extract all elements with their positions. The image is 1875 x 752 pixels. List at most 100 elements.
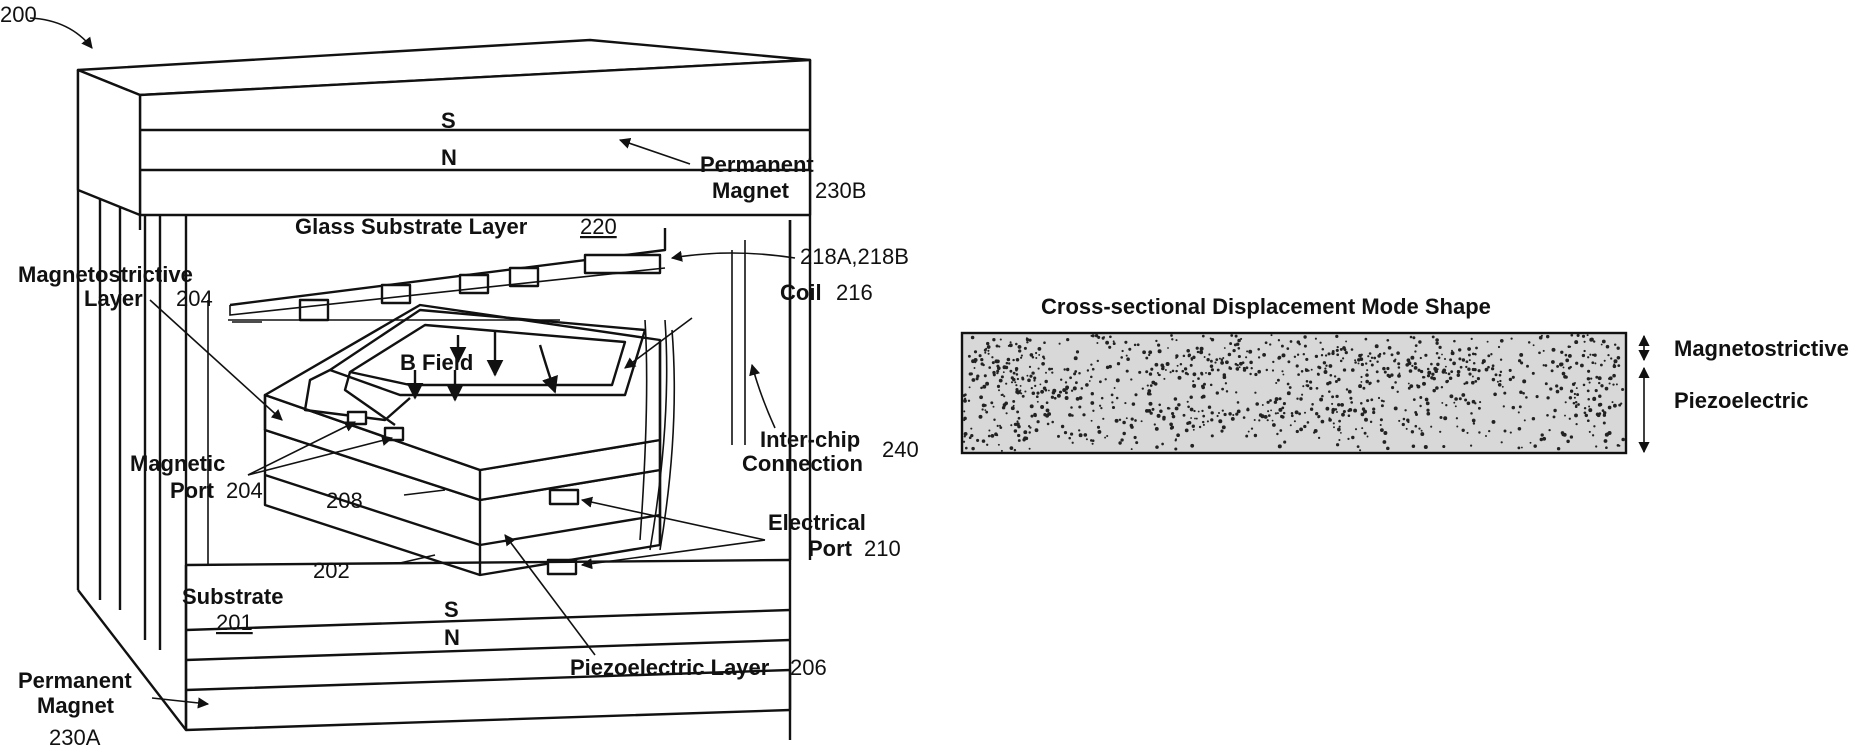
stipple-dot	[1155, 445, 1159, 449]
piezoelectric-side-label: Piezoelectric	[1674, 388, 1809, 413]
stipple-dot	[976, 439, 979, 442]
stipple-dot	[1398, 366, 1401, 369]
stipple-dot	[1161, 443, 1164, 446]
stipple-dot	[1188, 353, 1191, 356]
stipple-dot	[1124, 402, 1126, 404]
stipple-dot	[1315, 355, 1318, 358]
stipple-dot	[1043, 387, 1047, 391]
stipple-dot	[1131, 418, 1134, 421]
stipple-dot	[1298, 343, 1301, 346]
stipple-dot	[1130, 425, 1134, 429]
stipple-dot	[1397, 391, 1399, 393]
stipple-dot	[1340, 403, 1344, 407]
stipple-dot	[1595, 445, 1597, 447]
stipple-dot	[1030, 404, 1034, 408]
stipple-dot	[1366, 369, 1368, 371]
stipple-dot	[1163, 378, 1165, 380]
stipple-dot	[1337, 403, 1340, 406]
stipple-dot	[1397, 362, 1400, 365]
stipple-dot	[1359, 449, 1361, 451]
stipple-dot	[1122, 421, 1126, 425]
stipple-dot	[1502, 386, 1504, 388]
stipple-dot	[1217, 415, 1219, 417]
stipple-dot	[1254, 373, 1257, 376]
stipple-dot	[1509, 378, 1512, 381]
stipple-dot	[1587, 334, 1589, 336]
stipple-dot	[1587, 390, 1590, 393]
stipple-dot	[970, 428, 972, 430]
stipple-dot	[1602, 340, 1606, 344]
stipple-dot	[1614, 343, 1616, 345]
stipple-dot	[1190, 364, 1193, 367]
stipple-dot	[1510, 337, 1512, 339]
stipple-dot	[1422, 382, 1426, 386]
stipple-dot	[1386, 367, 1389, 370]
stipple-dot	[1071, 390, 1073, 392]
stipple-dot	[964, 398, 966, 400]
stipple-dot	[1024, 390, 1026, 392]
ref-202: 202	[313, 558, 350, 583]
stipple-dot	[1283, 441, 1286, 444]
stipple-dot	[1587, 377, 1590, 380]
stipple-dot	[1176, 356, 1178, 358]
stipple-dot	[1503, 405, 1505, 407]
stipple-dot	[1592, 434, 1594, 436]
stipple-dot	[1181, 370, 1184, 373]
stipple-dot	[1142, 350, 1146, 354]
stipple-dot	[1248, 350, 1252, 354]
stipple-dot	[1070, 406, 1073, 409]
stipple-dot	[1420, 357, 1422, 359]
stipple-dot	[1525, 396, 1528, 399]
stipple-dot	[1296, 364, 1299, 367]
stipple-dot	[987, 350, 989, 352]
stipple-dot	[1448, 373, 1451, 376]
stipple-dot	[1351, 348, 1354, 351]
stipple-dot	[1604, 360, 1606, 362]
stipple-dot	[1003, 371, 1005, 373]
stipple-dot	[1589, 354, 1591, 356]
stipple-dot	[1276, 433, 1278, 435]
stipple-dot	[1449, 358, 1452, 361]
stipple-dot	[1474, 402, 1476, 404]
stipple-dot	[1303, 425, 1306, 428]
stipple-dot	[1076, 350, 1079, 353]
stipple-dot	[1398, 420, 1400, 422]
stipple-dot	[1264, 415, 1268, 419]
stipple-dot	[1275, 412, 1277, 414]
magnetostrictive-side-label: Magnetostrictive	[1674, 336, 1849, 361]
stipple-dot	[1065, 385, 1069, 389]
stipple-dot	[1106, 366, 1109, 369]
stipple-dot	[1589, 431, 1591, 433]
stipple-dot	[1617, 364, 1620, 367]
stipple-dot	[1169, 422, 1173, 426]
stipple-dot	[1593, 340, 1595, 342]
stipple-dot	[1078, 405, 1081, 408]
stipple-dot	[1362, 387, 1365, 390]
stipple-dot	[1185, 429, 1189, 433]
stipple-dot	[1022, 395, 1025, 398]
stipple-dot	[1299, 428, 1303, 432]
stipple-dot	[1605, 433, 1609, 437]
stipple-dot	[1272, 423, 1276, 427]
stipple-dot	[1407, 358, 1411, 362]
stipple-dot	[1362, 407, 1365, 410]
stipple-dot	[1032, 391, 1036, 395]
stipple-dot	[1012, 359, 1014, 361]
stipple-dot	[1229, 342, 1232, 345]
stipple-dot	[1350, 401, 1353, 404]
stipple-dot	[1265, 341, 1268, 344]
stipple-dot	[1321, 420, 1325, 424]
stipple-dot	[1340, 360, 1343, 363]
stipple-dot	[1360, 376, 1362, 378]
stipple-dot	[1370, 421, 1372, 423]
stipple-dot	[1274, 400, 1277, 403]
stipple-dot	[1574, 393, 1576, 395]
stipple-dot	[996, 365, 999, 368]
stipple-dot	[1436, 363, 1439, 366]
magnetostrictive-label-line2: Layer	[84, 286, 143, 311]
stipple-dot	[1111, 401, 1113, 403]
stipple-dot	[1097, 426, 1100, 429]
stipple-dot	[1249, 361, 1253, 365]
stipple-dot	[1465, 366, 1467, 368]
magnetostrictive-label-line1: Magnetostrictive	[18, 262, 193, 287]
